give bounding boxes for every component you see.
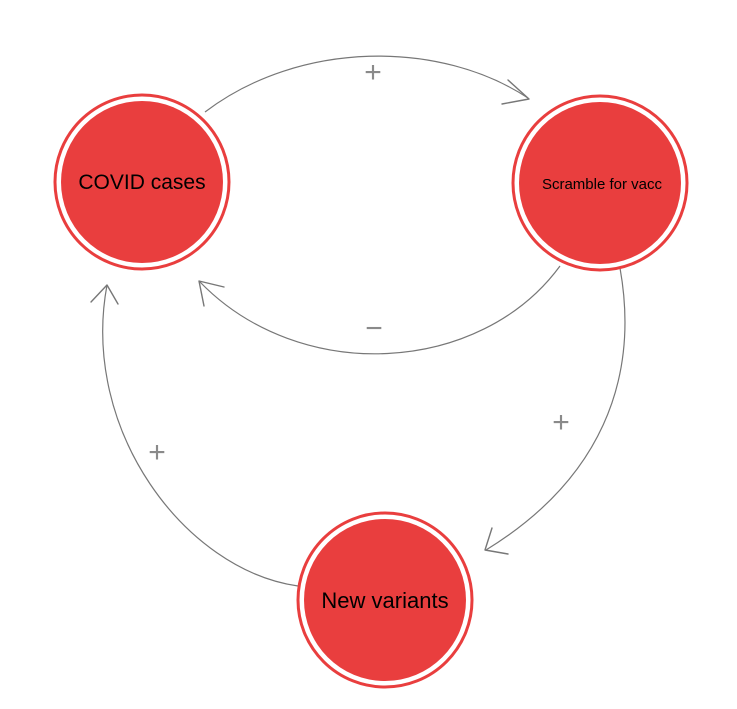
link-variants-to-covid-polarity: + xyxy=(148,436,166,469)
node-scramble-for-vacc-ring xyxy=(511,94,689,272)
link-covid-to-scramble-polarity: + xyxy=(364,56,382,89)
link-variants-to-covid-arrowhead xyxy=(90,284,119,305)
link-scramble-to-variants[interactable]: + xyxy=(484,267,626,555)
link-scramble-to-covid-arrowhead xyxy=(198,280,225,307)
link-covid-to-scramble-arrowhead xyxy=(501,79,530,105)
link-scramble-to-variants-arrowhead xyxy=(484,527,509,555)
link-variants-to-covid[interactable]: + xyxy=(90,284,299,587)
node-scramble-for-vacc-label: Scramble for vacc xyxy=(542,176,663,193)
node-scramble-for-vacc[interactable]: Scramble for vacc xyxy=(511,94,689,272)
link-scramble-to-variants-polarity: + xyxy=(552,406,570,439)
node-covid-cases-ring xyxy=(53,93,231,271)
link-covid-to-scramble-path xyxy=(204,55,529,113)
link-covid-to-scramble[interactable]: + xyxy=(204,55,530,113)
node-new-variants[interactable]: New variants xyxy=(296,511,474,689)
node-covid-cases-label: COVID cases xyxy=(78,171,205,194)
link-scramble-to-variants-path xyxy=(485,267,626,551)
node-new-variants-label: New variants xyxy=(321,588,448,613)
node-new-variants-fill xyxy=(304,519,466,681)
node-new-variants-ring xyxy=(296,511,474,689)
link-scramble-to-covid-polarity: − xyxy=(365,312,383,345)
link-scramble-to-covid-path xyxy=(199,265,561,355)
link-variants-to-covid-path xyxy=(102,284,299,587)
node-scramble-for-vacc-fill xyxy=(519,102,681,264)
link-scramble-to-covid[interactable]: − xyxy=(198,265,561,355)
node-covid-cases[interactable]: COVID cases xyxy=(53,93,231,271)
node-covid-cases-fill xyxy=(61,101,223,263)
